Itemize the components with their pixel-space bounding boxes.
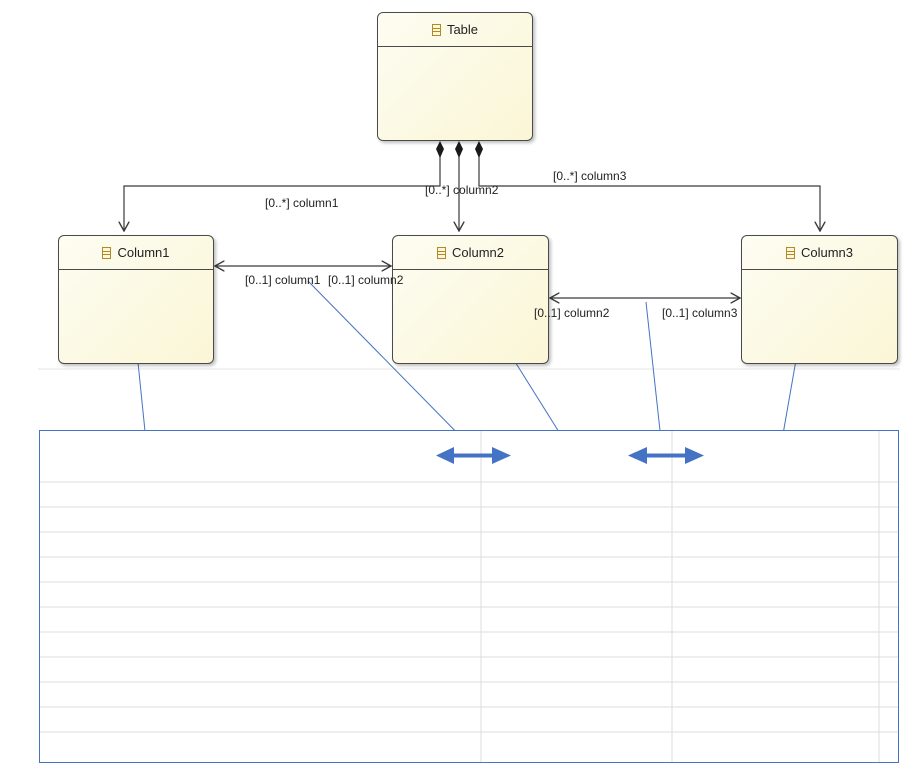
class-icon — [785, 246, 795, 259]
class-header: Column1 — [59, 236, 213, 270]
class-icon — [102, 246, 112, 259]
class-column1[interactable]: Column1 — [58, 235, 214, 364]
assoc-label-column3: [0..1] column3 — [662, 306, 738, 320]
class-name: Column3 — [800, 245, 854, 260]
table-grid — [40, 431, 898, 762]
class-icon — [436, 246, 446, 259]
edge-label-column1: [0..*] column1 — [265, 196, 339, 210]
composition-diamond-icon — [475, 141, 483, 158]
class-header: Column3 — [742, 236, 897, 270]
data-table — [39, 430, 899, 763]
edge-label-column2: [0..*] column2 — [425, 183, 499, 197]
class-header: Table — [378, 13, 532, 47]
class-name: Column2 — [451, 245, 505, 260]
double-arrow-icon — [628, 447, 704, 464]
composition-table-column3[interactable] — [475, 141, 820, 231]
class-column2[interactable]: Column2 — [392, 235, 549, 364]
pointer-arrow-assoc2 — [645, 301, 666, 450]
edge-label-column3: [0..*] column3 — [553, 169, 627, 183]
double-arrow-icon — [436, 447, 511, 464]
class-name: Column1 — [117, 245, 170, 260]
composition-diamond-icon — [436, 141, 444, 158]
class-icon — [431, 23, 441, 36]
class-header: Column2 — [393, 236, 548, 270]
class-name: Table — [446, 22, 479, 37]
assoc-label-column1: [0..1] column1 — [245, 273, 321, 287]
assoc-label-column2-b: [0..1] column2 — [534, 306, 610, 320]
class-column3[interactable]: Column3 — [741, 235, 898, 364]
class-table[interactable]: Table — [377, 12, 533, 141]
composition-table-column2[interactable] — [455, 141, 463, 231]
composition-table-column1[interactable] — [124, 141, 444, 231]
composition-diamond-icon — [455, 141, 463, 158]
assoc-label-column2-a: [0..1] column2 — [328, 273, 404, 287]
pointer-arrow-assoc1 — [307, 280, 472, 448]
